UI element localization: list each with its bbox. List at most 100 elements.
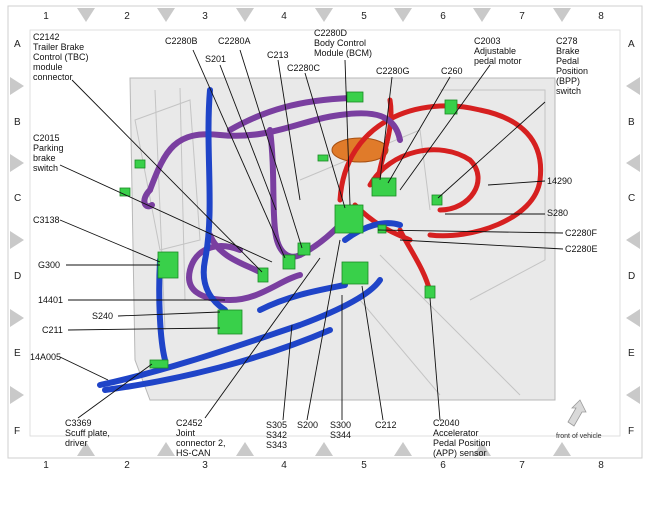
top-separator-triangle-4 [315, 8, 333, 22]
bottom-separator-triangle-4 [315, 442, 333, 456]
col-label-7: 7 [519, 11, 525, 22]
left-separator-triangle-2 [10, 154, 24, 172]
leader-lines [59, 49, 564, 421]
label-c2040: C2040 Accelerator Pedal Position (APP) s… [433, 418, 493, 458]
row-label-f: F [14, 426, 20, 437]
front-arrow-icon [567, 399, 587, 427]
label-c2280g: C2280G [376, 66, 410, 76]
front-of-vehicle-indicator: front of vehicle [556, 399, 602, 440]
label-c278: C278 Brake Pedal Position (BPP) switch [556, 36, 591, 96]
bottom-separator-triangle-6 [473, 442, 491, 456]
label-s305-s342-s343: S305 S342 S343 [266, 420, 290, 450]
connector-c3369 [149, 359, 169, 369]
left-separator-triangle-4 [10, 309, 24, 327]
label-c2280f: C2280F [565, 228, 598, 238]
label-c211: C211 [42, 325, 63, 335]
left-separator-triangle-3 [10, 231, 24, 249]
col-label-2: 2 [124, 11, 130, 22]
label-s280: S280 [547, 208, 568, 218]
col-label-3: 3 [202, 11, 208, 22]
connector-c278 [431, 194, 443, 206]
left-separator-triangle-1 [10, 77, 24, 95]
column-labels-bottom: 1 2 3 4 5 6 7 8 [43, 460, 604, 471]
col-label-8-bottom: 8 [598, 460, 604, 471]
label-c2452: C2452 Joint connector 2, HS-CAN [176, 418, 228, 458]
right-separator-triangle-1 [626, 77, 640, 95]
top-separator-triangle-7 [553, 8, 571, 22]
connector-top [346, 91, 364, 103]
col-label-1: 1 [43, 11, 49, 22]
label-14a005: 14A005 [30, 352, 61, 362]
bottom-separator-triangle-7 [553, 442, 571, 456]
col-label-2-bottom: 2 [124, 460, 130, 471]
col-label-8: 8 [598, 11, 604, 22]
front-of-vehicle-label: front of vehicle [556, 433, 602, 440]
brake-booster-shape [331, 137, 389, 163]
label-14401: 14401 [38, 295, 63, 305]
label-c2280e: C2280E [565, 244, 598, 254]
connectors [119, 91, 458, 369]
col-label-1-bottom: 1 [43, 460, 49, 471]
row-label-d: D [14, 271, 21, 282]
row-label-e-right: E [628, 348, 635, 359]
col-label-6: 6 [440, 11, 446, 22]
col-label-3-bottom: 3 [202, 460, 208, 471]
connector-c2040 [424, 285, 436, 299]
connector-c213 [317, 154, 329, 162]
connector-c2280b [282, 254, 296, 270]
label-c2280a: C2280A [218, 36, 251, 46]
top-separator-triangle-3 [236, 8, 254, 22]
label-s200: S200 [297, 420, 318, 430]
right-separator-triangle-4 [626, 309, 640, 327]
label-g300: G300 [38, 260, 60, 270]
bottom-separator-triangle-2 [157, 442, 175, 456]
top-separator-triangle-1 [77, 8, 95, 22]
col-label-7-bottom: 7 [519, 460, 525, 471]
label-c2280d: C2280D Body Control Module (BCM) [314, 28, 372, 58]
connector-c211 [217, 309, 243, 335]
label-c2142: C2142 Trailer Brake Control (TBC) module… [33, 32, 91, 82]
col-label-4-bottom: 4 [281, 460, 287, 471]
col-label-5: 5 [361, 11, 367, 22]
connector-c212 [341, 261, 369, 285]
grid-separators-right [626, 77, 640, 404]
row-label-c: C [14, 193, 21, 204]
row-label-c-right: C [628, 193, 635, 204]
label-c3138: C3138 [33, 215, 60, 225]
top-separator-triangle-6 [473, 8, 491, 22]
row-label-b-right: B [628, 117, 635, 128]
label-c260: C260 [441, 66, 463, 76]
label-c2015: C2015 Parking brake switch [33, 133, 66, 173]
label-c2003: C2003 Adjustable pedal motor [474, 36, 522, 66]
label-c3369: C3369 Scuff plate, driver [65, 418, 112, 448]
label-c213: C213 [267, 50, 289, 60]
label-c2280b: C2280B [165, 36, 198, 46]
grid-separators-bottom [77, 442, 571, 456]
row-label-f-right: F [628, 426, 634, 437]
connector-c3138 [157, 251, 179, 279]
col-label-4: 4 [281, 11, 287, 22]
connector-c2015 [134, 159, 146, 169]
label-c212: C212 [375, 420, 397, 430]
connector-c2280f [377, 224, 387, 234]
connector-c2003 [444, 99, 458, 115]
col-label-5-bottom: 5 [361, 460, 367, 471]
connector-c2142 [257, 267, 269, 283]
right-separator-triangle-3 [626, 231, 640, 249]
connector-c2280d [334, 204, 364, 234]
bottom-separator-triangle-3 [236, 442, 254, 456]
row-label-d-right: D [628, 271, 635, 282]
row-label-a: A [14, 39, 21, 50]
connector-c2280a [297, 242, 311, 256]
connector-c2280g [371, 177, 397, 197]
grid-separators-left [10, 77, 24, 404]
col-label-6-bottom: 6 [440, 460, 446, 471]
row-label-a-right: A [628, 39, 635, 50]
label-s300-s344: S300 S344 [330, 420, 354, 440]
harness-blue [97, 87, 403, 393]
label-s240: S240 [92, 311, 113, 321]
top-separator-triangle-2 [157, 8, 175, 22]
label-c2280c: C2280C [287, 63, 321, 73]
grid-separators-top [77, 8, 571, 22]
